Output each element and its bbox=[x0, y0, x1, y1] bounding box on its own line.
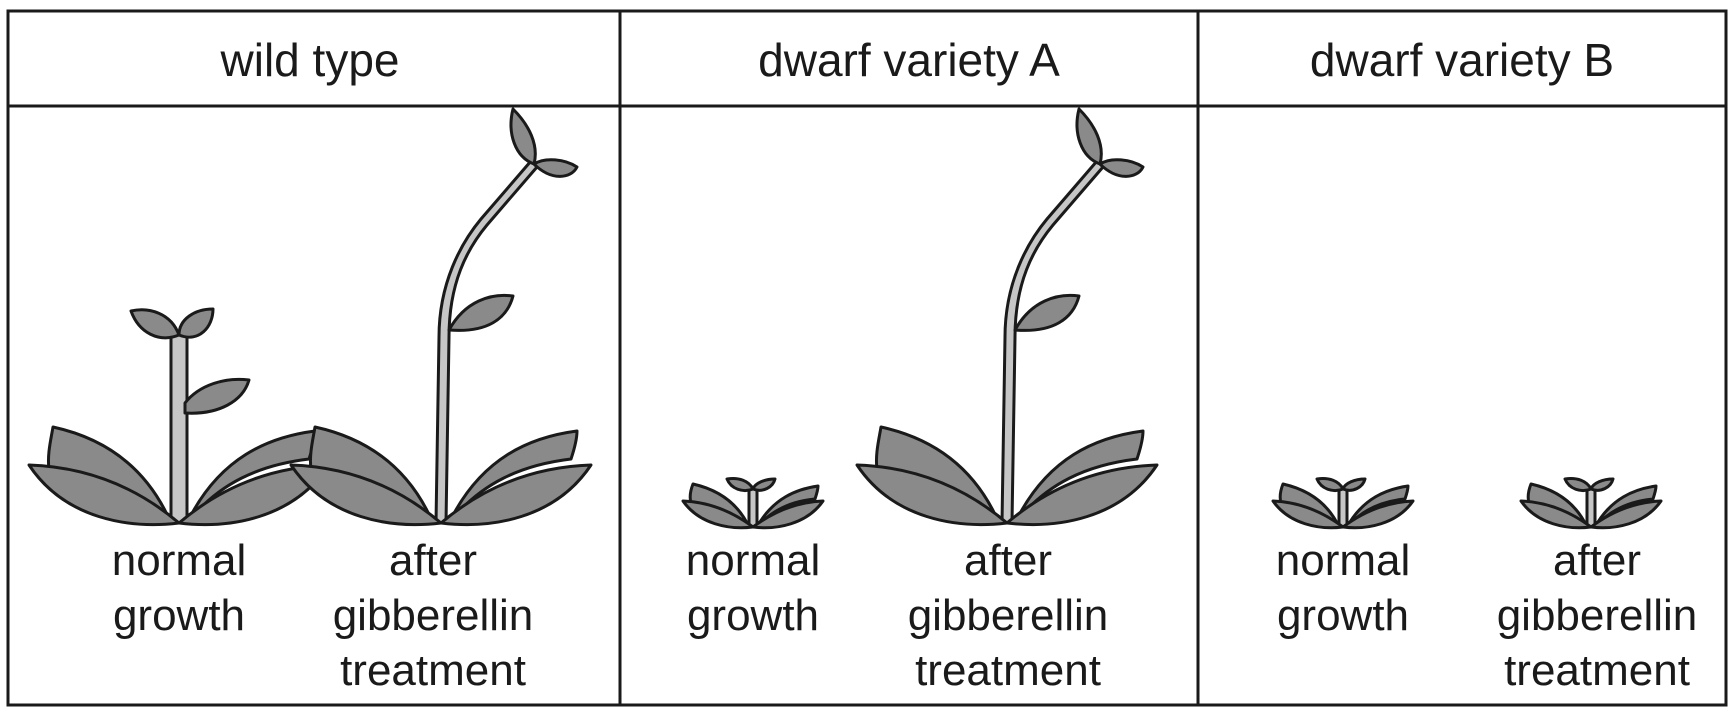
label-line: gibberellin bbox=[333, 591, 534, 640]
wild-type-normal-plant bbox=[27, 307, 331, 527]
header-dwarf-variety-b: dwarf variety B bbox=[1310, 34, 1614, 86]
label-line: normal bbox=[1276, 536, 1411, 585]
label-wild-type-normal: normal growth bbox=[112, 536, 247, 640]
label-dwarf-a-normal: normal growth bbox=[686, 536, 821, 640]
label-dwarf-b-normal: normal growth bbox=[1276, 536, 1411, 640]
label-line: treatment bbox=[1504, 646, 1690, 695]
label-line: growth bbox=[687, 591, 819, 640]
label-line: gibberellin bbox=[1497, 591, 1698, 640]
label-line: growth bbox=[1277, 591, 1409, 640]
wild-type-treated-plant bbox=[289, 107, 593, 527]
label-line: normal bbox=[686, 536, 821, 585]
label-line: after bbox=[964, 536, 1052, 585]
label-dwarf-b-treated: after gibberellin treatment bbox=[1497, 536, 1698, 695]
header-wild-type: wild type bbox=[220, 34, 400, 86]
label-line: gibberellin bbox=[908, 591, 1109, 640]
label-line: normal bbox=[112, 536, 247, 585]
table-grid bbox=[6, 9, 1728, 707]
header-dwarf-variety-a: dwarf variety A bbox=[758, 34, 1060, 86]
label-dwarf-a-treated: after gibberellin treatment bbox=[908, 536, 1109, 695]
dwarf-b-treated-plant bbox=[1519, 477, 1663, 530]
dwarf-a-normal-plant bbox=[681, 477, 825, 530]
dwarf-a-treated-plant bbox=[855, 107, 1159, 527]
label-line: treatment bbox=[915, 646, 1101, 695]
dwarf-b-normal-plant bbox=[1271, 477, 1415, 530]
label-wild-type-treated: after gibberellin treatment bbox=[333, 536, 534, 695]
label-line: treatment bbox=[340, 646, 526, 695]
label-line: after bbox=[389, 536, 477, 585]
label-line: after bbox=[1553, 536, 1641, 585]
label-line: growth bbox=[113, 591, 245, 640]
